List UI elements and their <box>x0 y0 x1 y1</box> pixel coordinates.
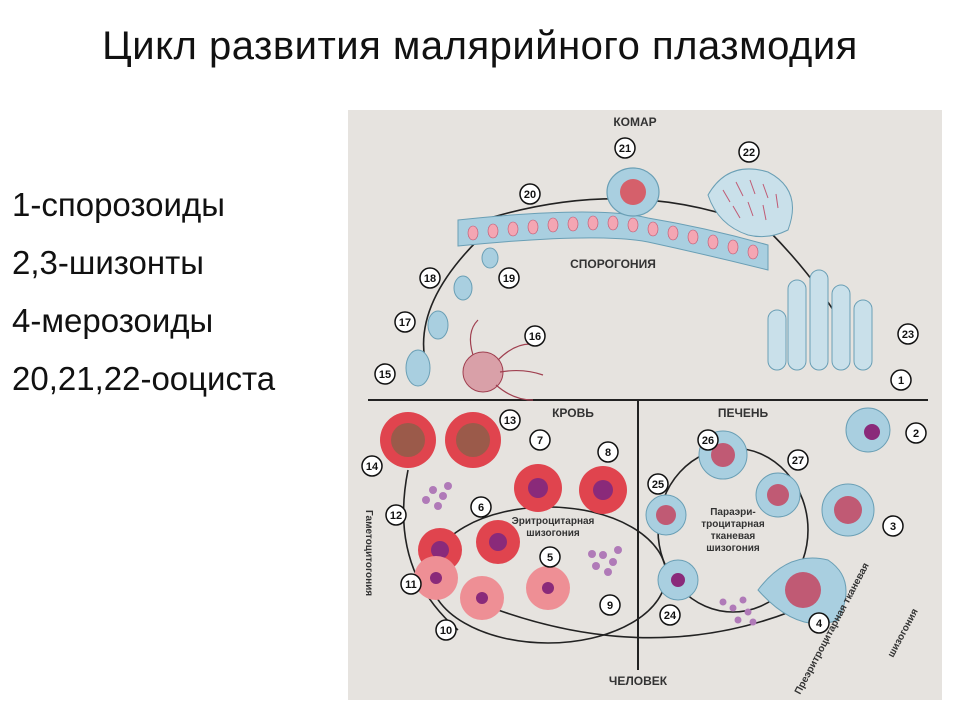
svg-text:3: 3 <box>890 521 896 533</box>
svg-text:5: 5 <box>547 552 553 564</box>
label-erythro-2: шизогония <box>526 528 580 539</box>
svg-text:27: 27 <box>792 455 804 467</box>
label-mosquito: КОМАР <box>613 115 656 129</box>
label-sporogony: СПОРОГОНИЯ <box>570 257 656 271</box>
stage-marker-24: 24 <box>659 604 681 626</box>
svg-text:6: 6 <box>478 502 484 514</box>
merozoites-liver <box>719 596 757 626</box>
svg-text:1: 1 <box>898 375 904 387</box>
label-erythro-1: Эритроцитарная <box>512 516 595 527</box>
slide-title: Цикл развития малярийного плазмодия <box>102 24 858 68</box>
stage-marker-16: 16 <box>524 325 546 347</box>
svg-text:14: 14 <box>366 461 379 473</box>
stage-marker-9: 9 <box>599 594 621 616</box>
label-para-4: шизогония <box>706 543 760 554</box>
stage-17-cell <box>427 310 449 340</box>
stage-marker-19: 19 <box>498 267 520 289</box>
oocyst-22 <box>707 168 793 238</box>
stage-marker-20: 20 <box>519 183 541 205</box>
svg-text:16: 16 <box>529 331 541 343</box>
arc-bottom-link <box>497 599 819 639</box>
stage-marker-22: 22 <box>738 141 760 163</box>
svg-text:7: 7 <box>537 435 543 447</box>
svg-text:26: 26 <box>702 435 714 447</box>
label-human: ЧЕЛОВЕК <box>609 674 668 688</box>
stage-marker-25: 25 <box>647 473 669 495</box>
stage-marker-12: 12 <box>385 504 407 526</box>
lifecycle-diagram: КОМАР СПОРОГОНИЯ КРОВЬ ПЕЧЕНЬ ЧЕЛОВЕК Эр… <box>348 110 942 700</box>
legend-item-schizonts: 2,3-шизонты <box>12 244 204 281</box>
stage-marker-2: 2 <box>905 422 927 444</box>
svg-text:20: 20 <box>524 189 536 201</box>
svg-text:17: 17 <box>399 317 411 329</box>
stage-18-cell <box>453 275 473 301</box>
svg-text:19: 19 <box>503 273 515 285</box>
stage-marker-17: 17 <box>394 311 416 333</box>
stage-15-cell <box>405 349 431 387</box>
legend-item-sporozoites: 1-спорозоиды <box>12 186 225 223</box>
label-para-1: Параэри- <box>710 507 756 518</box>
salivary-gland-23 <box>767 269 873 371</box>
stage-markers: 1 2 3 4 5 6 7 8 9 10 11 12 13 14 15 16 1… <box>361 137 927 641</box>
merozoites-blood <box>422 482 622 576</box>
svg-text:25: 25 <box>652 479 664 491</box>
label-liver: ПЕЧЕНЬ <box>718 406 769 420</box>
stage-marker-23: 23 <box>897 323 919 345</box>
stage-marker-4: 4 <box>808 612 830 634</box>
svg-text:15: 15 <box>379 369 391 381</box>
midgut-cells <box>467 215 759 260</box>
svg-text:12: 12 <box>390 510 402 522</box>
stage-marker-13: 13 <box>499 409 521 431</box>
legend-item-oocyst: 20,21,22-ооциста <box>12 360 276 397</box>
stage-19-cell <box>481 247 499 269</box>
ookinete-stages <box>405 247 499 387</box>
stage-marker-5: 5 <box>539 546 561 568</box>
svg-text:9: 9 <box>607 600 613 612</box>
svg-text:10: 10 <box>440 625 452 637</box>
svg-text:11: 11 <box>405 579 417 591</box>
stage-marker-8: 8 <box>597 441 619 463</box>
label-gametocytogony: Гаметоцитогония <box>363 510 374 596</box>
svg-text:8: 8 <box>605 447 611 459</box>
stage-marker-6: 6 <box>470 496 492 518</box>
label-blood: КРОВЬ <box>552 406 594 420</box>
svg-text:23: 23 <box>902 329 914 341</box>
svg-text:18: 18 <box>424 273 436 285</box>
stage-marker-18: 18 <box>419 267 441 289</box>
svg-text:24: 24 <box>664 610 677 622</box>
stage-marker-10: 10 <box>435 619 457 641</box>
svg-text:2: 2 <box>913 428 919 440</box>
stage-marker-15: 15 <box>374 363 396 385</box>
stage-marker-1: 1 <box>890 369 912 391</box>
blood-cells <box>380 412 627 620</box>
lifecycle-svg: КОМАР СПОРОГОНИЯ КРОВЬ ПЕЧЕНЬ ЧЕЛОВЕК Эр… <box>348 110 942 700</box>
stage-marker-21: 21 <box>614 137 636 159</box>
svg-text:13: 13 <box>504 415 516 427</box>
label-para-2: троцитарная <box>701 519 765 530</box>
stage-marker-14: 14 <box>361 455 383 477</box>
oocyst-21-core <box>620 179 646 205</box>
liver-cells <box>645 407 891 625</box>
svg-text:21: 21 <box>619 143 631 155</box>
svg-text:4: 4 <box>816 618 823 630</box>
stage-marker-11: 11 <box>400 573 422 595</box>
svg-text:22: 22 <box>743 147 755 159</box>
arc-gametocytogony <box>402 469 459 631</box>
stage-marker-7: 7 <box>529 429 551 451</box>
oocyst-22-sporozoites <box>722 179 779 221</box>
legend-item-merozoites: 4-мерозоиды <box>12 302 214 339</box>
label-para-3: тканевая <box>711 531 756 542</box>
stage-marker-26: 26 <box>697 429 719 451</box>
stage-marker-27: 27 <box>787 449 809 471</box>
stage-marker-3: 3 <box>882 515 904 537</box>
legend-list: 1-спорозоиды 2,3-шизонты 4-мерозоиды 20,… <box>12 176 275 408</box>
